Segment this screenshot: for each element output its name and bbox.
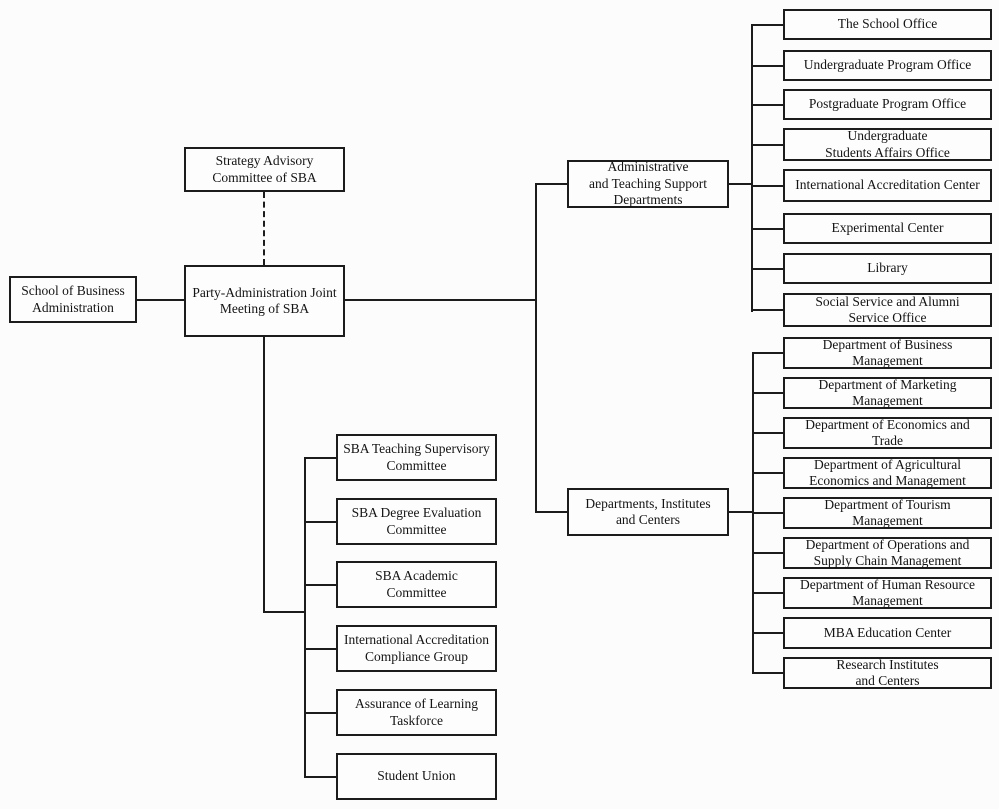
connector-line xyxy=(263,611,306,613)
node-administrative-teaching-support-departments-label: Administrative and Teaching Support Depa… xyxy=(588,159,708,208)
dept-child-node-7-label: MBA Education Center xyxy=(823,624,952,640)
dept-child-node-3: Department of Agricultural Economics and… xyxy=(783,457,992,489)
connector-line xyxy=(304,457,306,778)
connector-line xyxy=(304,457,336,459)
admin-child-node-0: The School Office xyxy=(783,9,992,40)
connector-line xyxy=(752,552,783,554)
admin-child-node-1-label: Undergraduate Program Office xyxy=(803,57,972,73)
node-departments-institutes-centers-label: Departments, Institutes and Centers xyxy=(585,495,711,527)
committee-node-1: SBA Degree Evaluation Committee xyxy=(336,498,497,545)
connector-line xyxy=(752,352,783,354)
dept-child-node-3-label: Department of Agricultural Economics and… xyxy=(809,456,966,488)
admin-child-node-6: Library xyxy=(783,253,992,284)
admin-child-node-3: Undergraduate Students Affairs Office xyxy=(783,128,992,161)
connector-line xyxy=(752,432,783,434)
admin-child-node-0-label: The School Office xyxy=(837,16,938,32)
dept-child-node-4: Department of Tourism Management xyxy=(783,497,992,529)
admin-child-node-4-label: International Accreditation Center xyxy=(795,177,980,193)
connector-line xyxy=(304,712,336,714)
connector-line xyxy=(137,299,184,301)
dept-child-node-0: Department of Business Management xyxy=(783,337,992,369)
connector-line xyxy=(752,592,783,594)
dept-child-node-8-label: Research Institutes and Centers xyxy=(836,656,939,688)
committee-node-4-label: Assurance of Learning Taskforce xyxy=(355,696,478,728)
dept-child-node-2: Department of Economics and Trade xyxy=(783,417,992,449)
dept-child-node-8: Research Institutes and Centers xyxy=(783,657,992,689)
node-party-administration-joint-meeting-label: Party-Administration Joint Meeting of SB… xyxy=(192,284,337,316)
dept-child-node-1-label: Department of Marketing Management xyxy=(818,376,957,408)
connector-line xyxy=(304,648,336,650)
admin-child-node-2-label: Postgraduate Program Office xyxy=(808,96,967,112)
committee-node-2: SBA Academic Committee xyxy=(336,561,497,608)
connector-line xyxy=(304,521,336,523)
committee-node-4: Assurance of Learning Taskforce xyxy=(336,689,497,736)
committee-node-3: International Accreditation Compliance G… xyxy=(336,625,497,672)
connector-line xyxy=(751,185,783,187)
admin-child-node-2: Postgraduate Program Office xyxy=(783,89,992,120)
admin-child-node-5: Experimental Center xyxy=(783,213,992,244)
connector-line xyxy=(752,672,783,674)
connector-line xyxy=(751,24,783,26)
connector-line xyxy=(263,337,265,612)
node-school-of-business-administration-label: School of Business Administration xyxy=(21,283,125,315)
dept-child-node-2-label: Department of Economics and Trade xyxy=(805,416,970,448)
admin-child-node-5-label: Experimental Center xyxy=(831,220,944,236)
connector-line xyxy=(752,512,783,514)
dept-child-node-7: MBA Education Center xyxy=(783,617,992,649)
dept-child-node-1: Department of Marketing Management xyxy=(783,377,992,409)
committee-node-2-label: SBA Academic Committee xyxy=(375,568,458,600)
committee-node-3-label: International Accreditation Compliance G… xyxy=(343,632,490,664)
connector-line xyxy=(752,392,783,394)
committee-node-0-label: SBA Teaching Supervisory Committee xyxy=(343,441,490,473)
committee-node-5: Student Union xyxy=(336,753,497,800)
dept-child-node-5-label: Department of Operations and Supply Chai… xyxy=(805,536,970,568)
dept-child-node-6: Department of Human Resource Management xyxy=(783,577,992,609)
connector-line xyxy=(304,584,336,586)
committee-node-1-label: SBA Degree Evaluation Committee xyxy=(351,505,482,537)
connector-line xyxy=(752,632,783,634)
connector-line xyxy=(345,299,536,301)
dept-child-node-5: Department of Operations and Supply Chai… xyxy=(783,537,992,569)
admin-child-node-4: International Accreditation Center xyxy=(783,169,992,202)
connector-line xyxy=(535,183,567,185)
node-party-administration-joint-meeting: Party-Administration Joint Meeting of SB… xyxy=(184,265,345,337)
connector-line xyxy=(751,144,783,146)
connector-line xyxy=(751,104,783,106)
node-school-of-business-administration: School of Business Administration xyxy=(9,276,137,323)
admin-child-node-6-label: Library xyxy=(867,260,908,276)
admin-child-node-7-label: Social Service and Alumni Service Office xyxy=(815,293,960,325)
dept-child-node-0-label: Department of Business Management xyxy=(822,336,953,368)
connector-line xyxy=(535,183,537,513)
committee-node-0: SBA Teaching Supervisory Committee xyxy=(336,434,497,481)
connector-line xyxy=(751,65,783,67)
connector-line xyxy=(304,776,336,778)
admin-child-node-3-label: Undergraduate Students Affairs Office xyxy=(825,128,950,160)
connector-line xyxy=(751,268,783,270)
admin-child-node-7: Social Service and Alumni Service Office xyxy=(783,293,992,327)
admin-child-node-1: Undergraduate Program Office xyxy=(783,50,992,81)
connector-line xyxy=(535,511,567,513)
connector-line xyxy=(751,309,783,311)
node-departments-institutes-centers: Departments, Institutes and Centers xyxy=(567,488,729,536)
connector-line xyxy=(751,24,753,312)
dashed-connector-line xyxy=(263,192,265,265)
connector-line xyxy=(729,183,752,185)
node-strategy-advisory-committee: Strategy Advisory Committee of SBA xyxy=(184,147,345,192)
node-administrative-teaching-support-departments: Administrative and Teaching Support Depa… xyxy=(567,159,729,208)
node-strategy-advisory-committee-label: Strategy Advisory Committee of SBA xyxy=(212,153,317,185)
connector-line xyxy=(729,511,753,513)
committee-node-5-label: Student Union xyxy=(377,768,456,784)
connector-line xyxy=(752,472,783,474)
dept-child-node-6-label: Department of Human Resource Management xyxy=(799,576,976,608)
dept-child-node-4-label: Department of Tourism Management xyxy=(824,496,951,528)
connector-line xyxy=(751,228,783,230)
